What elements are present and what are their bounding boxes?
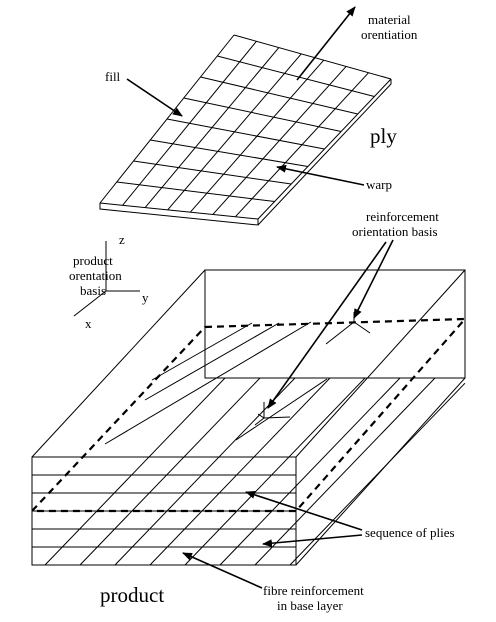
warp-label: warp <box>366 177 392 192</box>
reinforcement-basis-lower <box>254 402 291 426</box>
ply-grid <box>99 34 392 220</box>
material-orientation-label: material orentiation <box>361 12 418 42</box>
product-title: product <box>100 583 164 607</box>
fibre-reinforcement-arrow <box>182 552 263 589</box>
material-orientation-arrow <box>296 6 356 81</box>
fill-arrow <box>126 78 183 117</box>
base-fibre-line <box>114 377 296 566</box>
ply-grid-column-line <box>122 40 257 206</box>
reinforcement-basis-arrow-2 <box>267 241 387 409</box>
reinforcement-basis-line-2: orientation basis <box>352 224 438 239</box>
base-fibre-line <box>44 377 226 566</box>
warp-arrow <box>276 164 365 186</box>
ply-grid-row-line <box>183 97 342 132</box>
interior-ply-plane <box>29 317 468 513</box>
reinforcement-basis-label: reinforcement orientation basis <box>352 209 442 239</box>
product-basis-line-2: orentation <box>69 268 122 283</box>
interior-fibre <box>144 322 280 401</box>
product-basis-line-1: product <box>73 253 113 268</box>
ply-sheet <box>99 34 392 226</box>
product-basis-line-3: basis <box>80 283 106 298</box>
ply-grid-column-line <box>257 78 392 220</box>
product-edge-top-right <box>295 269 466 458</box>
product-back-face <box>204 269 466 379</box>
product-basis-label: product orentation basis <box>69 253 125 298</box>
product-axes <box>73 241 140 317</box>
ply-grid-row-line <box>217 55 375 97</box>
base-fibre-line <box>79 377 261 566</box>
interior-ply-fibres <box>104 321 328 445</box>
ply-grid-column-line <box>235 72 369 218</box>
fibre-reinforcement-line-1: fibre reinforcement <box>263 583 364 598</box>
ply-title: ply <box>370 124 397 148</box>
ply-grid-column-line <box>212 66 347 215</box>
ply-grid-row-line <box>233 34 392 80</box>
ply-thickness-edge <box>99 79 392 226</box>
base-fibre-line <box>149 377 331 566</box>
sequence-of-plies-label: sequence of plies <box>365 525 455 540</box>
reinforcement-basis-arrow-1 <box>353 239 394 319</box>
interior-fibre <box>151 322 253 381</box>
ply-grid-column-line <box>99 34 235 204</box>
ply-grid-column-line <box>144 47 280 208</box>
base-fibre-line <box>184 377 366 566</box>
ply-grid-row-line <box>133 160 292 185</box>
axis-y-label: y <box>142 290 149 305</box>
ply-grid-column-line <box>167 53 302 211</box>
ply-grid-row-line <box>150 139 308 167</box>
axis-z-label: z <box>119 232 125 247</box>
axis-x-label: x <box>85 316 92 331</box>
ply-grid-row-line <box>99 202 259 220</box>
axis-x-line <box>73 290 107 317</box>
reinforcement-basis-upper <box>325 312 371 345</box>
fibre-reinforcement-label: fibre reinforcement in base layer <box>263 583 367 613</box>
sequence-arrow-2 <box>262 534 363 548</box>
material-orientation-line-2: orentiation <box>361 27 418 42</box>
ply-grid-row-line <box>166 118 325 150</box>
product-box <box>29 269 468 566</box>
ply-grid-column-line <box>189 59 325 213</box>
base-layer-fibres <box>44 377 466 566</box>
ply-grid-row-line <box>116 181 275 202</box>
product-edge-top-left <box>31 269 206 458</box>
interior-fibre <box>235 378 328 441</box>
material-orientation-line-1: material <box>368 12 411 27</box>
base-fibre-line <box>289 382 466 566</box>
ply-grid-row-line <box>200 76 358 115</box>
base-fibre-line <box>254 377 436 566</box>
reinforcement-basis-line-1: reinforcement <box>366 209 439 224</box>
fibre-reinforcement-line-2: in base layer <box>277 598 343 613</box>
fill-label: fill <box>105 69 121 84</box>
interior-fibre <box>104 321 312 445</box>
sequence-arrow-1 <box>245 491 363 531</box>
base-fibre-line <box>219 377 401 566</box>
